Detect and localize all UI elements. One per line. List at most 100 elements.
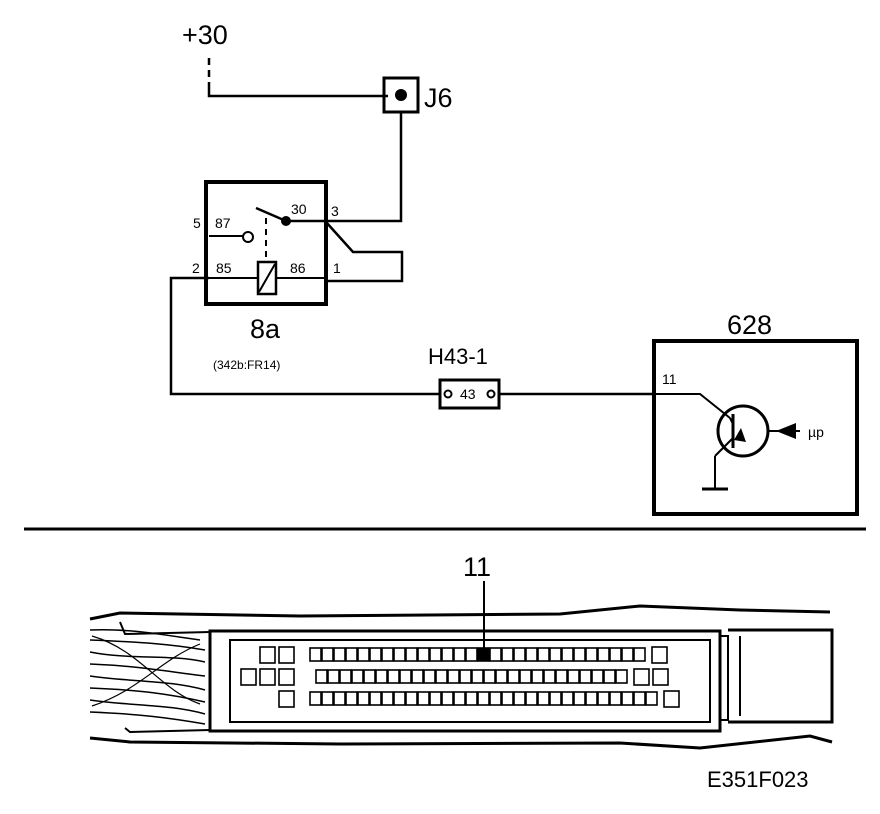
connector-pin: [519, 669, 532, 684]
connector-pin: 43: [460, 386, 476, 402]
relay-pin-30: 30: [291, 201, 307, 217]
connector-pin: [429, 691, 442, 706]
connector-pin: [477, 691, 490, 706]
connector-pin: [609, 647, 622, 662]
connector-pin-single: [633, 668, 650, 686]
connector-pin: [591, 669, 604, 684]
figure-id: E351F023: [707, 767, 809, 792]
connector-pin: [459, 669, 472, 684]
harness-pin-callout: 11: [463, 552, 491, 582]
connector-pin: [405, 691, 418, 706]
connector-pin: [597, 647, 610, 662]
relay-contact-87: [242, 231, 254, 243]
connector-pin: [537, 691, 550, 706]
relay-switch-arm: [255, 206, 287, 223]
connector-pin: [489, 647, 502, 662]
ecu-pin: 11: [662, 371, 677, 387]
connector-pin: [345, 691, 358, 706]
connector-pin: [543, 669, 556, 684]
connector-pin: [315, 669, 328, 684]
relay-pin-86: 86: [290, 260, 306, 276]
connector-pin: [525, 647, 538, 662]
connector-pin: [429, 647, 442, 662]
connector-pin-single: [278, 668, 295, 686]
connector-pin: [585, 691, 598, 706]
connector-pin: [645, 691, 658, 706]
housing-bottom-step: [124, 727, 211, 734]
ecu-628-box: [652, 339, 859, 516]
connector-pin: [573, 691, 586, 706]
connector-pin: [531, 669, 544, 684]
connector-pin-single: [663, 690, 680, 708]
relay-ref: (342b:FR14): [213, 358, 280, 372]
relay-coil-diagonal: [258, 263, 276, 293]
junction-label: J6: [424, 83, 453, 113]
connector-pin: [483, 669, 496, 684]
connector-pin: [369, 691, 382, 706]
connector-name: H43-1: [428, 344, 488, 369]
connector-pin: [351, 669, 364, 684]
connector-pin: [495, 669, 508, 684]
connector-pin: [321, 647, 334, 662]
connector-pin: [513, 691, 526, 706]
ecu-transistor-emitter: [714, 437, 734, 457]
connector-pin: [333, 647, 346, 662]
connector-pin: [585, 647, 598, 662]
connector-pin: [339, 669, 352, 684]
junction-j6-dot: [395, 89, 407, 101]
ecu-transistor-collector: [729, 417, 734, 425]
connector-pin: [549, 647, 562, 662]
connector-pin-highlighted: [477, 647, 490, 662]
connector-latch: [720, 635, 729, 721]
ecu-internal-wire: [654, 393, 731, 419]
relay-pin-3: 3: [331, 203, 339, 219]
connector-pin: [615, 669, 628, 684]
connector-pin: [333, 691, 346, 706]
connector-illustration: 11: [89, 552, 834, 750]
connector-h43-right-pin: [486, 389, 496, 399]
connector-pin: [381, 647, 394, 662]
receptacle-outline: [728, 628, 834, 724]
connector-pin: [375, 669, 388, 684]
relay-contact-30: [281, 216, 291, 226]
connector-pin: [465, 691, 478, 706]
wire-bundle: [89, 628, 206, 725]
connector-pin: [357, 691, 370, 706]
ecu-transistor-arrow: [734, 428, 746, 442]
connector-pin: [417, 691, 430, 706]
connector-pin: [633, 647, 646, 662]
connector-pin-single: [259, 668, 276, 686]
connector-pin: [549, 691, 562, 706]
ecu-name: 628: [727, 310, 772, 340]
connector-pin: [597, 691, 610, 706]
connector-pin: [321, 691, 334, 706]
schematic: +30 J6 5 87 30 3 2 85 86 1 8a (342b:FR14…: [169, 20, 859, 516]
relay-pin-85: 85: [216, 260, 232, 276]
relay-pin-87: 87: [215, 215, 231, 231]
ecu-mcu-label: µp: [808, 424, 824, 440]
connector-pin: [537, 647, 550, 662]
connector-pin: [405, 647, 418, 662]
housing-bottom-edge: [89, 734, 833, 750]
connector-pin: [399, 669, 412, 684]
connector-pin: [435, 669, 448, 684]
relay-pin-1: 1: [333, 260, 341, 276]
connector-pin: [561, 691, 574, 706]
connector-pin: [633, 691, 646, 706]
power-wire: [207, 88, 388, 98]
relay-pin1-loop: [325, 221, 404, 283]
connector-h43-left-pin: [443, 389, 453, 399]
connector-inner-frame: [229, 639, 711, 723]
relay-pin-5: 5: [193, 215, 201, 231]
connector-pin: [411, 669, 424, 684]
connector-pin: [447, 669, 460, 684]
relay-pin-2: 2: [192, 260, 200, 276]
connector-pin: [561, 647, 574, 662]
connector-pin-single: [259, 646, 276, 664]
connector-pin: [567, 669, 580, 684]
connector-pin: [525, 691, 538, 706]
connector-pin: [363, 669, 376, 684]
relay-8a-box: [204, 180, 328, 306]
connector-pin: [465, 647, 478, 662]
